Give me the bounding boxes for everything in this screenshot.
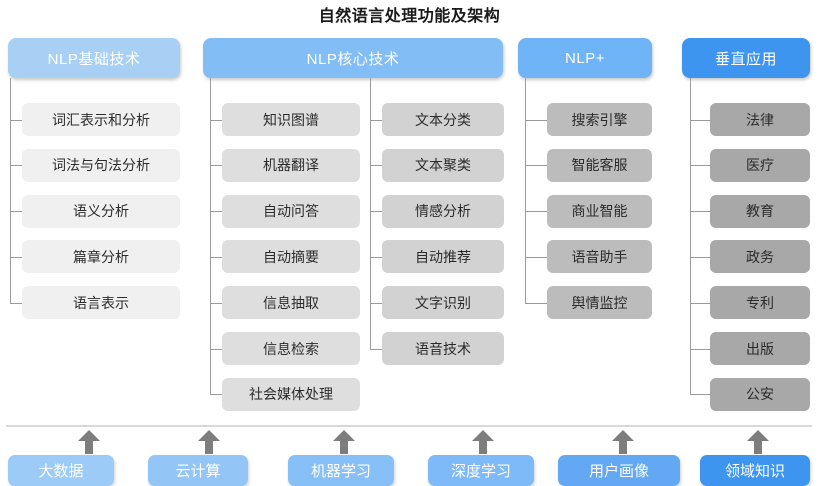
- upward-arrow-icon: [198, 430, 220, 454]
- connector-stub: [525, 119, 547, 121]
- connector-stub: [370, 256, 382, 258]
- node-box[interactable]: 文本聚类: [382, 148, 504, 182]
- node-box[interactable]: 搜索引擎: [547, 103, 652, 136]
- foundation-box[interactable]: 领域知识: [700, 455, 810, 486]
- connector-stub: [690, 348, 710, 350]
- connector-spine: [370, 78, 371, 349]
- node-box[interactable]: 文字识别: [382, 286, 504, 320]
- connector-spine: [525, 78, 526, 303]
- node-box[interactable]: 语言表示: [22, 286, 180, 320]
- upward-arrow-icon: [612, 430, 634, 454]
- node-box[interactable]: 篇章分析: [22, 240, 180, 274]
- upward-arrow-icon: [78, 430, 100, 454]
- upward-arrow-icon: [472, 430, 494, 454]
- connector-stub: [210, 165, 222, 167]
- node-box[interactable]: 语音助手: [547, 240, 652, 274]
- node-box[interactable]: 自动摘要: [222, 240, 360, 274]
- foundation-box[interactable]: 深度学习: [428, 455, 534, 486]
- node-box[interactable]: 社会媒体处理: [222, 377, 360, 411]
- connector-stub: [370, 348, 382, 350]
- column-header-nlp-basic[interactable]: NLP基础技术: [8, 38, 180, 78]
- node-box[interactable]: 舆情监控: [547, 286, 652, 320]
- connector-spine: [10, 78, 11, 303]
- connector-stub: [10, 256, 22, 258]
- node-box[interactable]: 商业智能: [547, 194, 652, 228]
- connector-stub: [210, 211, 222, 213]
- node-box[interactable]: 知识图谱: [222, 103, 360, 136]
- node-box[interactable]: 词汇表示和分析: [22, 103, 180, 136]
- connector-stub: [10, 302, 22, 304]
- node-box[interactable]: 信息检索: [222, 332, 360, 365]
- connector-stub: [210, 394, 222, 396]
- connector-stub: [370, 165, 382, 167]
- node-box[interactable]: 语义分析: [22, 194, 180, 228]
- connector-stub: [370, 119, 382, 121]
- connector-stub: [370, 302, 382, 304]
- foundation-box[interactable]: 机器学习: [288, 455, 394, 486]
- node-box[interactable]: 医疗: [710, 148, 810, 182]
- upward-arrow-icon: [333, 430, 355, 454]
- node-box[interactable]: 教育: [710, 194, 810, 228]
- node-box[interactable]: 情感分析: [382, 194, 504, 228]
- connector-stub: [210, 256, 222, 258]
- connector-stub: [525, 302, 547, 304]
- connector-stub: [525, 256, 547, 258]
- foundation-box[interactable]: 大数据: [8, 455, 114, 486]
- connector-stub: [10, 165, 22, 167]
- column-header-nlp-core[interactable]: NLP核心技术: [203, 38, 503, 78]
- page-title: 自然语言处理功能及架构: [318, 8, 501, 25]
- node-box[interactable]: 法律: [710, 103, 810, 136]
- connector-stub: [690, 256, 710, 258]
- connector-spine: [690, 78, 691, 395]
- connector-stub: [690, 302, 710, 304]
- node-box[interactable]: 出版: [710, 332, 810, 365]
- upward-arrow-icon: [747, 430, 769, 454]
- node-box[interactable]: 机器翻译: [222, 148, 360, 182]
- foundation-box[interactable]: 用户画像: [558, 455, 680, 486]
- connector-stub: [690, 211, 710, 213]
- foundation-box[interactable]: 云计算: [148, 455, 248, 486]
- column-header-vertical-app[interactable]: 垂直应用: [682, 38, 810, 78]
- node-box[interactable]: 词法与句法分析: [22, 148, 180, 182]
- connector-stub: [210, 348, 222, 350]
- connector-stub: [210, 302, 222, 304]
- node-box[interactable]: 政务: [710, 240, 810, 274]
- node-box[interactable]: 自动推荐: [382, 240, 504, 274]
- connector-stub: [10, 211, 22, 213]
- column-header-nlp-plus[interactable]: NLP+: [518, 38, 652, 78]
- node-box[interactable]: 专利: [710, 286, 810, 320]
- node-box[interactable]: 智能客服: [547, 148, 652, 182]
- connector-stub: [210, 119, 222, 121]
- node-box[interactable]: 文本分类: [382, 103, 504, 136]
- connector-stub: [370, 211, 382, 213]
- foundation-divider: [6, 425, 812, 427]
- node-box[interactable]: 自动问答: [222, 194, 360, 228]
- node-box[interactable]: 公安: [710, 377, 810, 411]
- node-box[interactable]: 语音技术: [382, 332, 504, 365]
- connector-stub: [690, 119, 710, 121]
- connector-stub: [690, 394, 710, 396]
- connector-stub: [690, 165, 710, 167]
- node-box[interactable]: 信息抽取: [222, 286, 360, 320]
- connector-stub: [525, 211, 547, 213]
- connector-stub: [525, 165, 547, 167]
- connector-stub: [10, 119, 22, 121]
- connector-spine: [210, 78, 211, 395]
